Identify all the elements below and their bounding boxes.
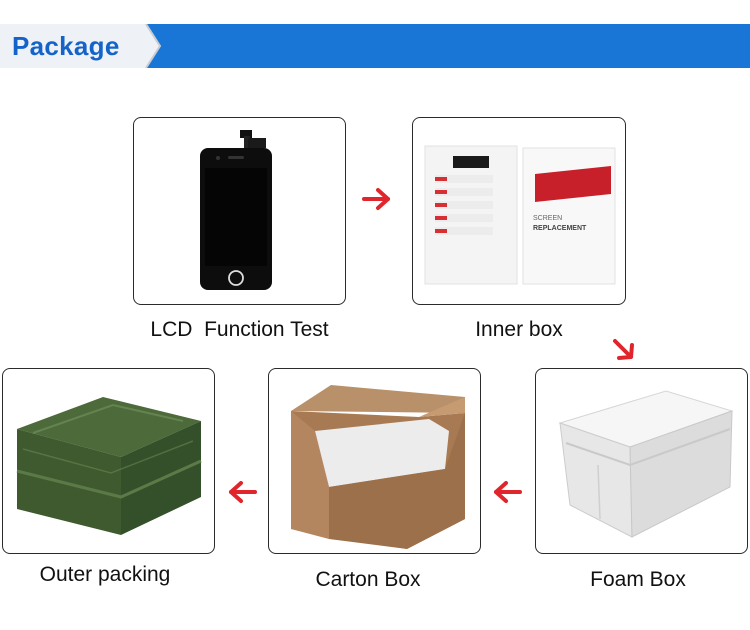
foam-box-image	[558, 390, 734, 538]
lcd-test-caption: LCD Function Test	[150, 318, 329, 341]
inner-box-print-line1: SCREEN	[533, 215, 562, 222]
carton-box-image	[291, 385, 465, 549]
inner-box-image: SCREEN REPLACEMENT	[424, 145, 616, 285]
arrow-left-icon	[229, 481, 257, 503]
arrow-left-icon	[494, 481, 522, 503]
lcd-screen-image	[200, 130, 272, 290]
inner-box-caption: Inner box	[475, 318, 563, 341]
arrow-down-icon	[613, 339, 634, 360]
header-background	[0, 24, 750, 68]
foam-box-caption: Foam Box	[590, 568, 686, 591]
inner-box-print-line2: REPLACEMENT	[533, 225, 587, 232]
inner-box-card: SCREEN REPLACEMENT	[412, 117, 626, 305]
carton-box-caption: Carton Box	[315, 568, 421, 591]
lcd-test-card	[133, 117, 346, 305]
outer-packing-card	[2, 368, 215, 554]
page-title: Package	[12, 31, 120, 61]
arrow-right-icon	[362, 188, 390, 210]
carton-box-card	[268, 368, 481, 554]
package-header: Package	[0, 24, 750, 68]
foam-box-card	[535, 368, 748, 554]
outer-packing-caption: Outer packing	[39, 563, 171, 586]
outer-packing-image	[16, 397, 202, 535]
